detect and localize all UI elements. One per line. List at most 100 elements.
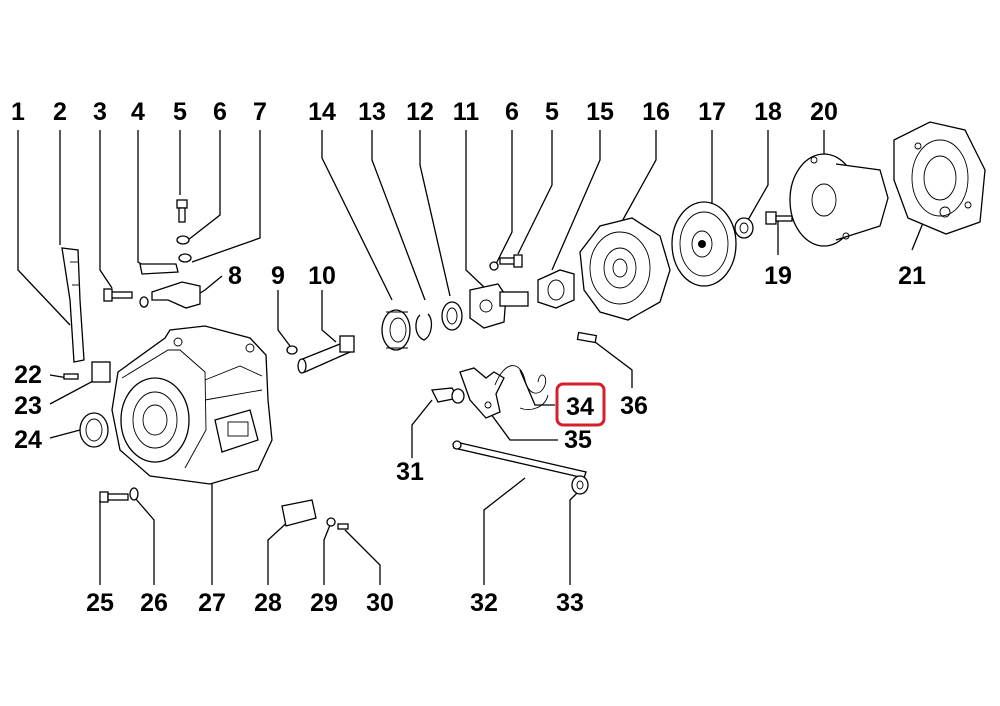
leader-16 — [619, 130, 657, 226]
input-shaft-part — [297, 335, 355, 374]
washer-part-7 — [178, 253, 192, 263]
leader-29 — [323, 524, 331, 585]
washer-part-29 — [326, 517, 336, 527]
label-13: 13 — [358, 98, 386, 126]
bellhousing-part — [789, 153, 889, 247]
flange-part-11 — [469, 283, 529, 329]
pivot-pin-part — [430, 387, 465, 404]
leader-14 — [321, 130, 393, 301]
label-23: 23 — [14, 392, 42, 420]
parts — [61, 121, 986, 530]
pin-part — [63, 373, 79, 380]
leader-18 — [747, 130, 769, 221]
label-5b: 5 — [545, 98, 559, 126]
release-bearing-part — [537, 269, 575, 309]
bolt-part-5a — [176, 199, 188, 223]
leader-7 — [191, 130, 261, 263]
label-17: 17 — [698, 98, 726, 126]
spring-part — [494, 365, 549, 410]
gearbox-housing-part — [111, 325, 273, 485]
label-26: 26 — [140, 589, 168, 617]
label-11: 11 — [453, 98, 480, 126]
label-14: 14 — [308, 98, 336, 126]
leader-36 — [594, 341, 633, 388]
label-27: 27 — [198, 589, 226, 617]
label-34: 34 — [566, 393, 594, 421]
bush-part-33 — [571, 475, 589, 495]
nut-part-18 — [734, 217, 754, 239]
label-29: 29 — [310, 589, 338, 617]
bolt-part-5b — [499, 254, 523, 268]
leader-11 — [465, 130, 486, 289]
label-18: 18 — [754, 98, 782, 126]
leader-15 — [551, 130, 601, 271]
shift-lever-part — [61, 247, 85, 363]
leader-6b — [495, 130, 513, 265]
label-24: 24 — [14, 426, 42, 454]
bolt-part-19 — [765, 211, 793, 225]
label-1: 1 — [11, 98, 25, 126]
leader-28 — [267, 517, 293, 585]
washer-part-26 — [129, 487, 139, 501]
label-6a: 6 — [213, 98, 227, 126]
leader-6a — [187, 130, 221, 241]
label-7: 7 — [253, 98, 267, 126]
release-fork-part — [459, 367, 505, 419]
leader-35 — [487, 409, 558, 441]
seal-part-12 — [441, 301, 463, 331]
label-10: 10 — [308, 262, 336, 290]
label-36: 36 — [620, 392, 648, 420]
leader-12 — [419, 130, 451, 297]
leader-3 — [99, 130, 113, 289]
block-part — [91, 361, 111, 383]
label-9: 9 — [271, 262, 285, 290]
leader-26 — [134, 497, 155, 585]
circlip-part — [415, 313, 433, 341]
leader-23 — [49, 379, 96, 405]
bearing-part-14 — [381, 309, 411, 351]
label-15: 15 — [586, 98, 614, 126]
label-32: 32 — [470, 589, 498, 617]
leader-4 — [137, 130, 149, 269]
bolt-part-36 — [576, 331, 598, 344]
label-21: 21 — [898, 262, 926, 290]
plate-part — [139, 263, 179, 275]
washer-part-6b — [489, 261, 499, 271]
callout-labels: 1 2 3 4 5 6 7 8 9 10 14 13 12 11 6 5 15 … — [11, 98, 926, 617]
label-6b: 6 — [505, 98, 519, 126]
label-22: 22 — [14, 361, 42, 389]
leader-5b — [517, 130, 553, 255]
leader-10 — [321, 290, 337, 343]
washer-part-6a — [176, 235, 190, 245]
bolt-part-3 — [103, 288, 149, 308]
flywheel-housing-part — [893, 121, 986, 235]
leader-31 — [411, 399, 433, 458]
label-31: 31 — [396, 458, 424, 486]
leader-1 — [17, 130, 71, 326]
label-30: 30 — [366, 589, 394, 617]
label-35: 35 — [564, 426, 592, 454]
label-5a: 5 — [173, 98, 187, 126]
bolt-part-25 — [99, 491, 129, 503]
label-8: 8 — [228, 262, 242, 290]
leader-32 — [483, 477, 526, 585]
label-28: 28 — [254, 589, 282, 617]
leader-33 — [569, 489, 581, 585]
label-16: 16 — [642, 98, 670, 126]
label-3: 3 — [93, 98, 107, 126]
label-20: 20 — [810, 98, 838, 126]
highlight-box — [555, 382, 606, 427]
label-2: 2 — [53, 98, 67, 126]
leader-24 — [49, 429, 81, 439]
cover-part — [281, 499, 317, 527]
oil-seal-part — [79, 412, 109, 448]
clutch-disc-part — [671, 201, 737, 287]
screw-part-30 — [337, 523, 349, 530]
bracket-part — [151, 281, 201, 309]
leader-34 — [519, 369, 555, 406]
label-25: 25 — [86, 589, 114, 617]
pressure-plate-part — [579, 217, 671, 321]
leader-9 — [277, 290, 291, 347]
